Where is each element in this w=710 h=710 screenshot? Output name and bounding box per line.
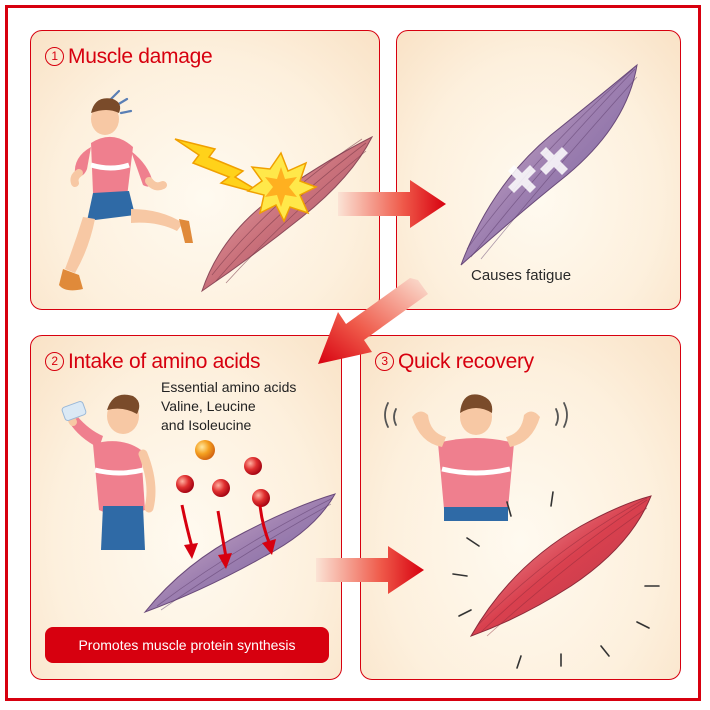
step-title-text: Intake of amino acids xyxy=(68,350,261,373)
amino-ball-icon xyxy=(176,440,270,507)
step-title-text: Quick recovery xyxy=(398,350,534,373)
step-number: 1 xyxy=(45,47,64,66)
drinking-man-icon xyxy=(61,394,156,550)
amino-line: Valine, Leucine xyxy=(161,398,256,414)
arrow-icon xyxy=(316,546,424,594)
panel-fatigue: Causes fatigue xyxy=(396,30,681,310)
arrow-icon xyxy=(338,180,446,228)
outer-frame xyxy=(5,5,701,701)
caption-causes-fatigue: Causes fatigue xyxy=(471,267,572,284)
step-title-text: Muscle damage xyxy=(68,45,213,68)
amino-acid-list: Essential amino acids Valine, Leucine an… xyxy=(161,378,296,435)
impact-burst-icon xyxy=(246,151,318,223)
arrow-icon xyxy=(180,504,276,569)
step-number: 3 xyxy=(375,352,394,371)
amino-line: and Isoleucine xyxy=(161,417,252,433)
muscle-icon xyxy=(143,493,337,614)
amino-line: Essential amino acids xyxy=(161,379,297,395)
flexing-man-icon xyxy=(384,394,568,521)
running-man-icon xyxy=(59,89,193,291)
step-number: 2 xyxy=(45,352,64,371)
muscle-icon xyxy=(452,491,660,669)
arrow-icon xyxy=(318,278,428,364)
damage-cross-icon xyxy=(508,147,568,193)
promotes-synthesis-banner: Promotes muscle protein synthesis xyxy=(45,627,329,663)
